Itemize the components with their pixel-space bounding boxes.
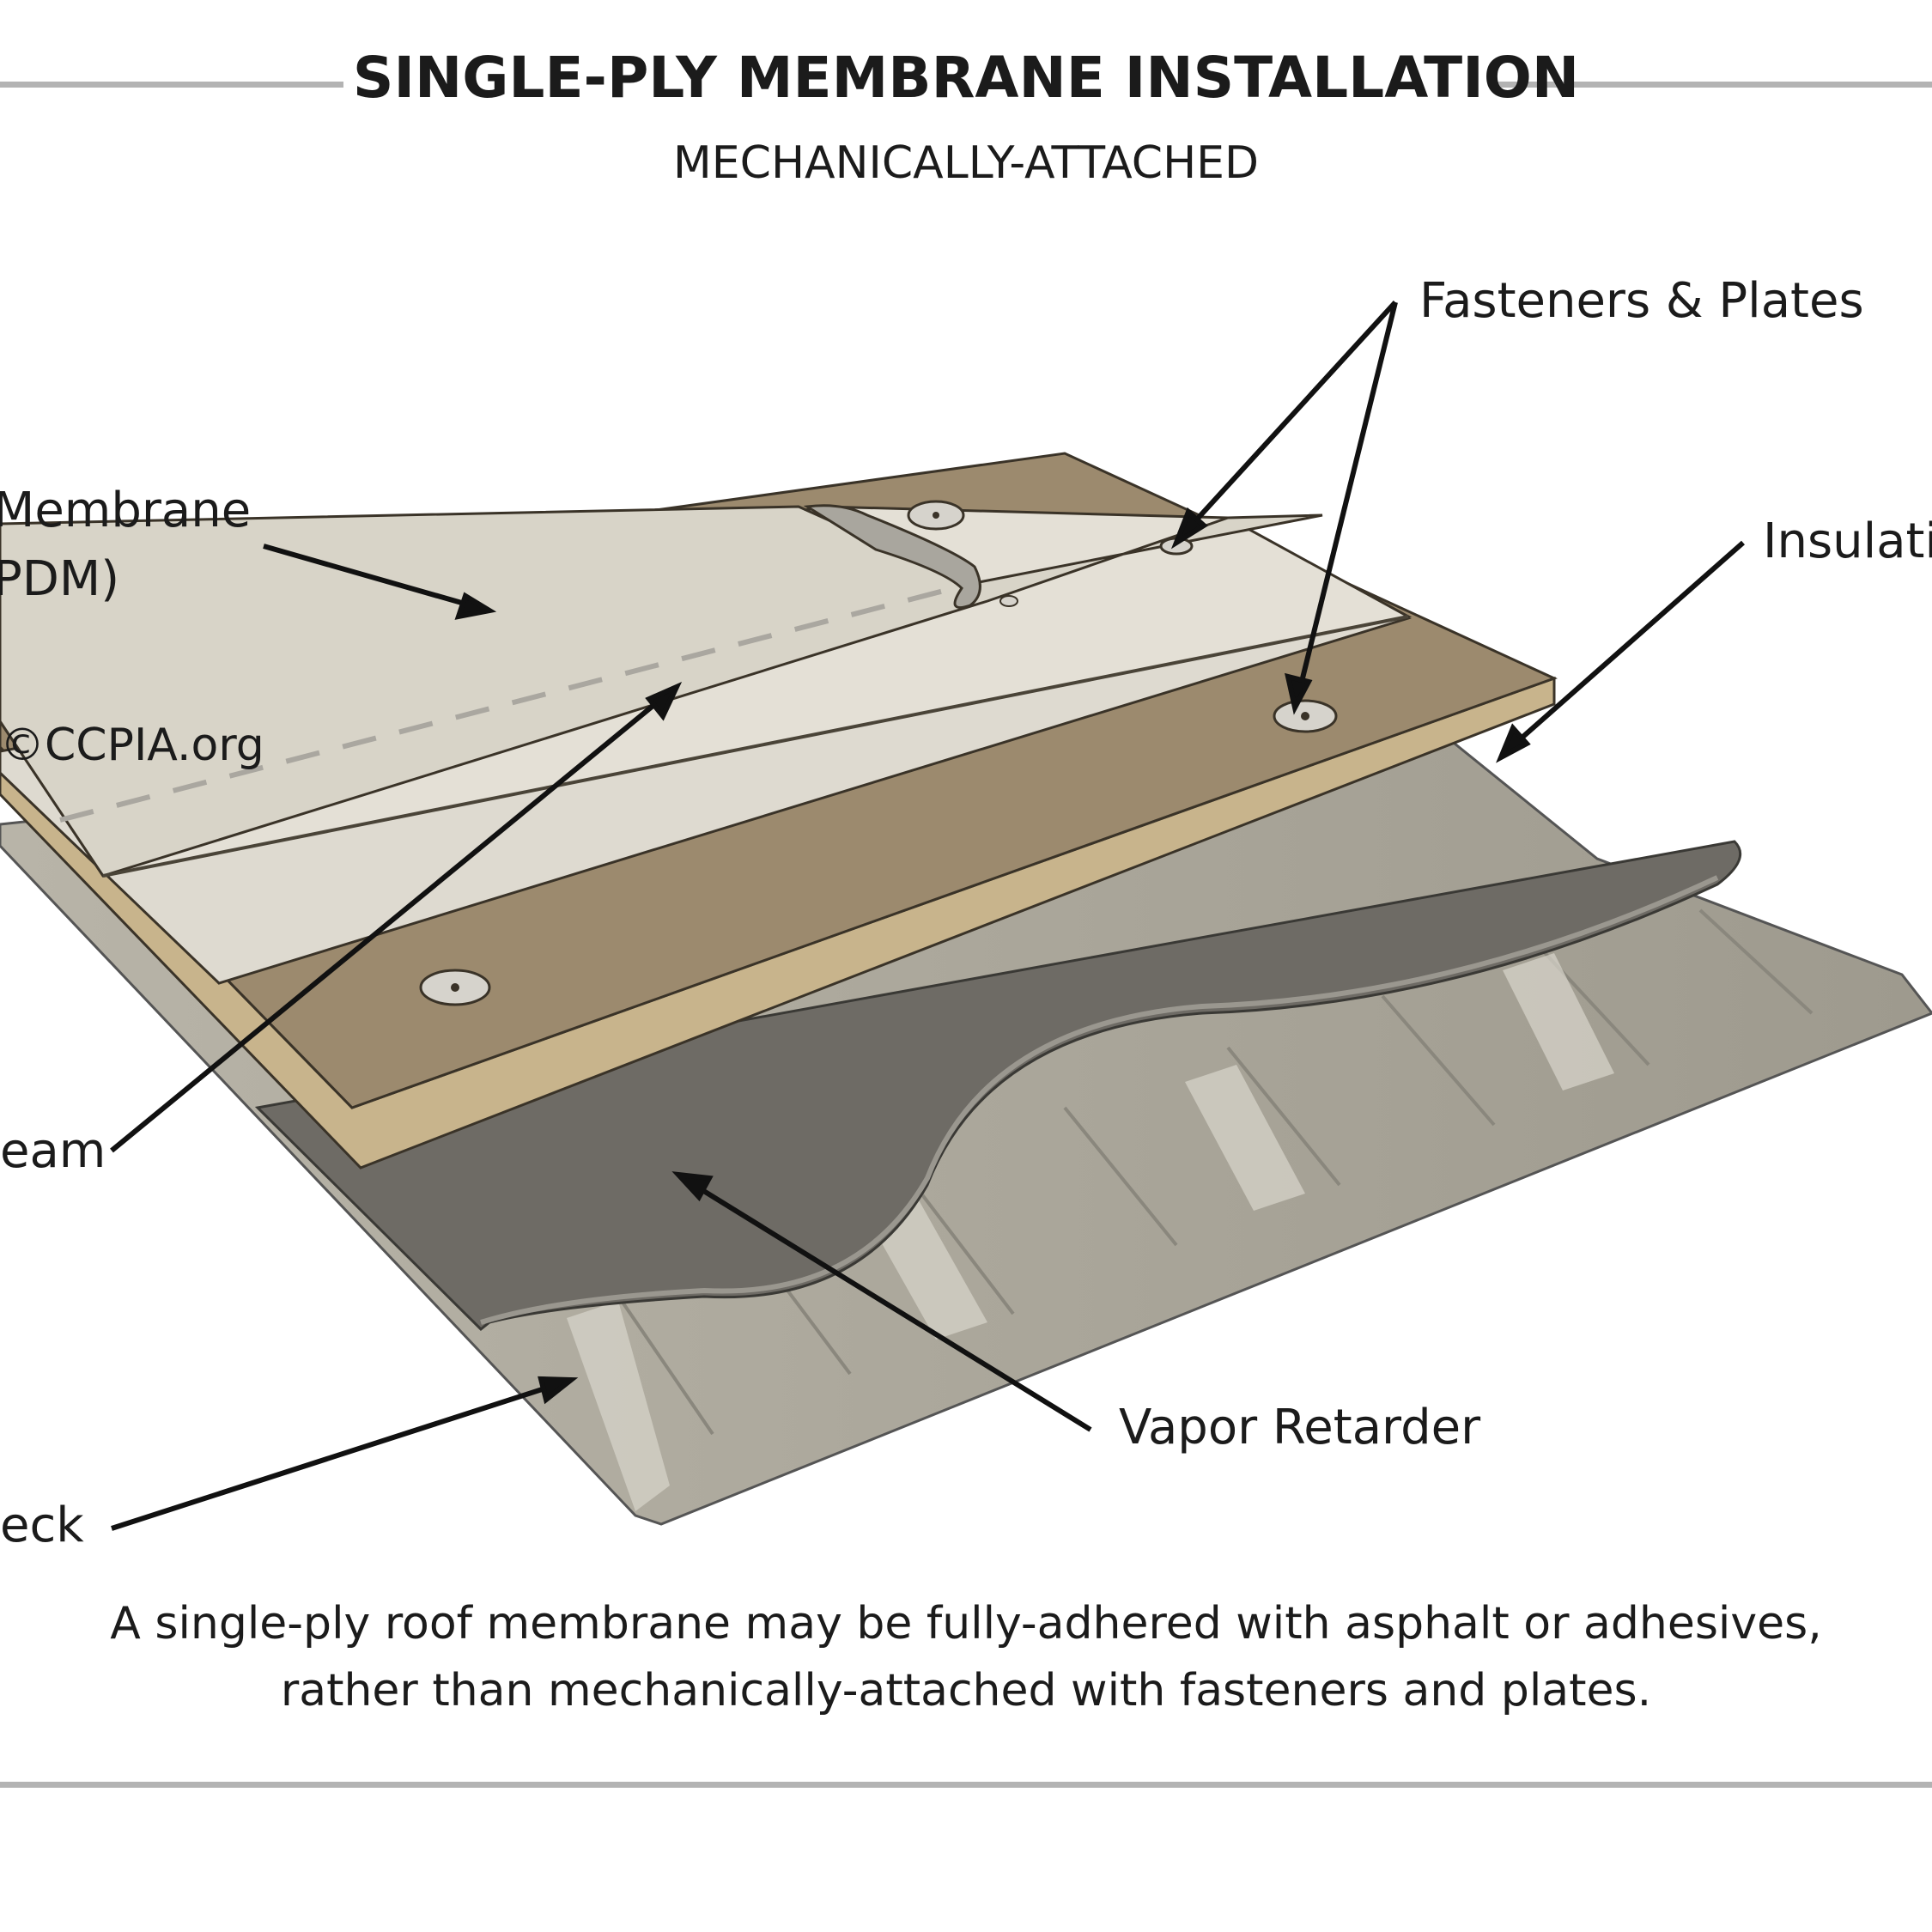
- label-fasteners-plates: Fasteners & Plates: [1419, 273, 1864, 329]
- dashed-fastener-line: [59, 581, 971, 823]
- membrane-curl: [803, 504, 981, 609]
- caption: A single-ply roof membrane may be fully-…: [0, 1590, 1932, 1724]
- leader-arrows: [110, 300, 1745, 1531]
- vapor-retarder-sheet: [254, 840, 1742, 1332]
- caption-line-2: rather than mechanically-attached with f…: [280, 1665, 1652, 1716]
- copyright-text: ©CCPIA.org: [0, 720, 264, 771]
- label-insulation: Insulatio: [1763, 513, 1932, 569]
- label-membrane-line2: PDM): [0, 551, 120, 607]
- fastener-plates: [419, 500, 1338, 1006]
- label-deck: eck: [0, 1498, 84, 1553]
- label-membrane-line1: Membrane: [0, 483, 252, 538]
- plate-3: [999, 595, 1018, 607]
- caption-line-1: A single-ply roof membrane may be fully-…: [110, 1598, 1822, 1649]
- label-seam: eam: [0, 1123, 106, 1179]
- deck-rib-highlights: [567, 953, 1614, 1511]
- page-subtitle: MECHANICALLY-ATTACHED: [672, 137, 1260, 189]
- label-vapor-retarder: Vapor Retarder: [1119, 1400, 1481, 1455]
- footer-rule: [0, 1782, 1932, 1788]
- vapor-retarder-edge: [480, 875, 1719, 1325]
- header-rule-left: [0, 82, 343, 88]
- seam-line: [102, 615, 1409, 878]
- page-title: SINGLE-PLY MEMBRANE INSTALLATION: [352, 45, 1580, 111]
- header-rule-right: [1490, 82, 1932, 88]
